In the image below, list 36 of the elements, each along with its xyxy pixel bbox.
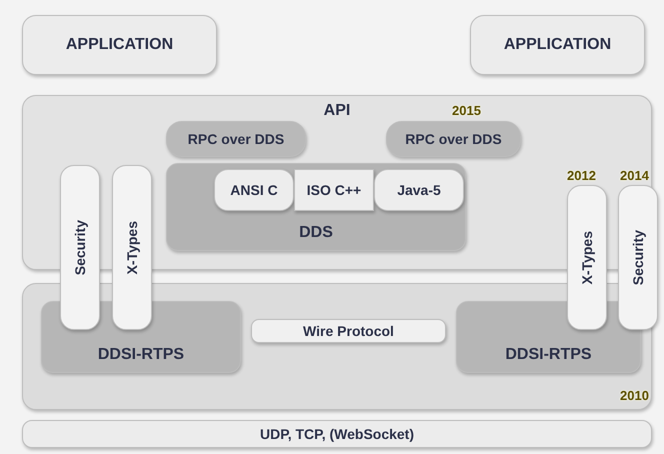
layer-label: Security xyxy=(72,220,88,276)
layer-panel xyxy=(22,283,652,410)
layer-box xyxy=(22,15,217,75)
layer-label: DDSI-RTPS xyxy=(98,346,184,364)
layer-label: X-Types xyxy=(579,230,595,284)
layer-label: APPLICATION xyxy=(504,36,612,54)
layer-label: Wire Protocol xyxy=(303,323,394,339)
module-box xyxy=(166,121,306,157)
layer-label: DDS xyxy=(299,224,333,242)
layer-label: ANSI C xyxy=(230,182,278,198)
layer-label: RPC over DDS xyxy=(405,131,502,147)
module-box xyxy=(166,163,466,251)
layer-label: RPC over DDS xyxy=(188,131,284,147)
extension-pillar xyxy=(112,165,152,330)
extension-pillar xyxy=(567,185,607,330)
layer-label: DDSI-RTPS xyxy=(505,346,592,364)
layer-label: UDP, TCP, (WebSocket) xyxy=(260,426,414,442)
layer-label: Security xyxy=(630,230,646,286)
language-box xyxy=(374,169,464,211)
year-label: 2014 xyxy=(620,168,649,183)
language-box xyxy=(214,169,294,211)
module-box xyxy=(386,121,521,157)
year-label: 2012 xyxy=(567,168,596,183)
layer-label: ISO C++ xyxy=(306,182,362,198)
year-label: 2010 xyxy=(620,388,649,403)
layer-box xyxy=(22,420,652,448)
language-box xyxy=(294,169,374,211)
year-label: 2015 xyxy=(452,103,481,118)
extension-pillar xyxy=(618,185,658,330)
layer-box xyxy=(470,15,645,75)
layer-label: APPLICATION xyxy=(66,36,174,54)
protocol-bar xyxy=(251,319,446,343)
layer-label: Java-5 xyxy=(397,182,441,198)
layer-label: API xyxy=(324,102,350,120)
extension-pillar xyxy=(60,165,100,330)
layer-label: X-Types xyxy=(124,220,140,274)
